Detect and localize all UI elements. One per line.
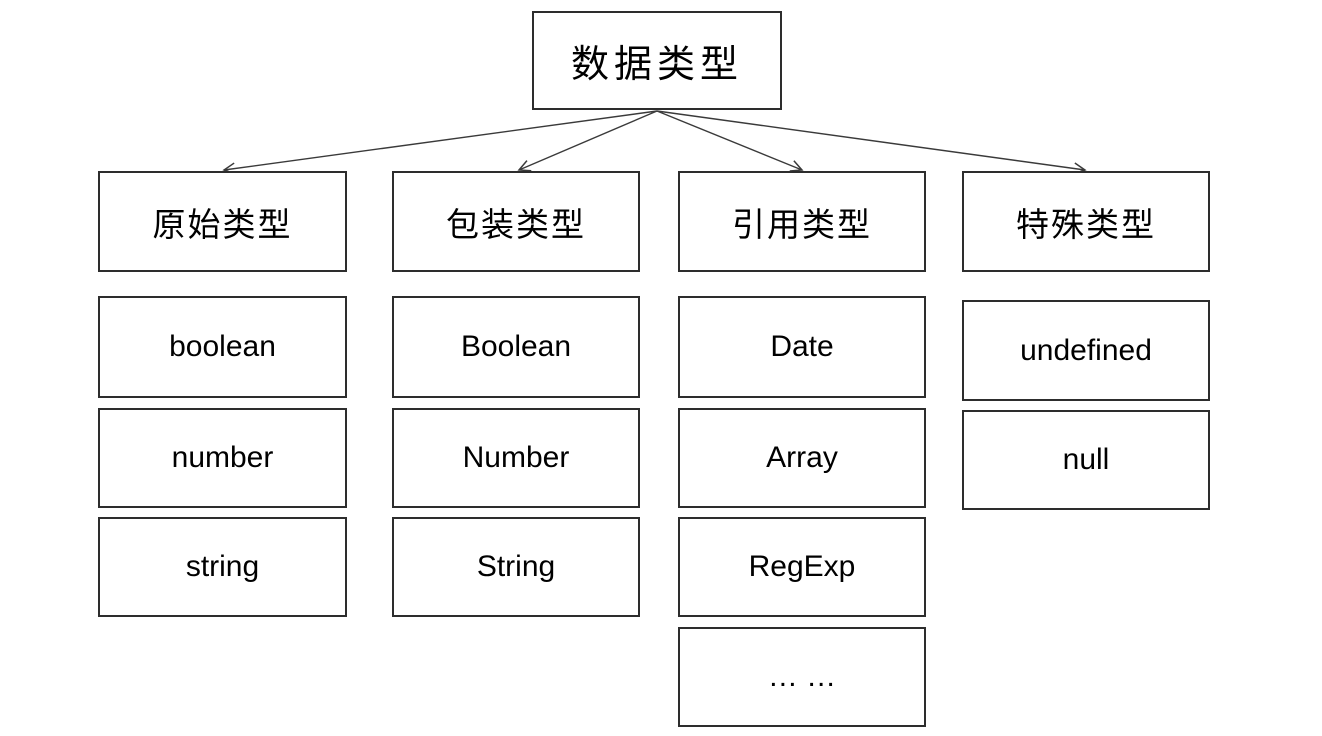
node-array: Array xyxy=(678,408,926,508)
wrapper-type-label: 包装类型 xyxy=(446,207,586,244)
node-reference-type: 引用类型 xyxy=(678,171,926,272)
node-primitive-type: 原始类型 xyxy=(98,171,347,272)
null-label: null xyxy=(1062,443,1110,476)
node-boolean: boolean xyxy=(98,296,347,398)
node-regexp: RegExp xyxy=(678,517,926,617)
string-wrapper-label: String xyxy=(476,550,556,583)
arrow-root-to-reference xyxy=(656,110,804,172)
node-ellipsis: … … xyxy=(678,627,926,727)
date-label: Date xyxy=(770,330,834,363)
number-wrapper-label: Number xyxy=(462,441,570,474)
node-number: number xyxy=(98,408,347,508)
node-wrapper-type: 包装类型 xyxy=(392,171,640,272)
number-label: number xyxy=(171,441,274,474)
arrow-root-to-wrapper xyxy=(517,110,658,172)
node-boolean-wrapper: Boolean xyxy=(392,296,640,398)
array-label: Array xyxy=(766,441,838,474)
node-string-wrapper: String xyxy=(392,517,640,617)
node-data-type-root: 数据类型 xyxy=(532,11,782,110)
undefined-label: undefined xyxy=(1020,333,1152,367)
ellipsis-label: … … xyxy=(767,660,837,693)
node-null: null xyxy=(962,410,1210,510)
node-undefined: undefined xyxy=(962,300,1210,401)
reference-type-label: 引用类型 xyxy=(732,207,872,244)
primitive-type-label: 原始类型 xyxy=(152,207,293,244)
arrow-root-to-special xyxy=(656,110,1087,175)
node-date: Date xyxy=(678,296,926,398)
boolean-label: boolean xyxy=(169,330,276,363)
node-special-type: 特殊类型 xyxy=(962,171,1210,272)
node-number-wrapper: Number xyxy=(392,408,640,508)
boolean-wrapper-label: Boolean xyxy=(460,330,572,363)
root-label: 数据类型 xyxy=(570,44,743,86)
special-type-label: 特殊类型 xyxy=(1016,207,1156,244)
arrow-root-to-primitive xyxy=(222,110,658,175)
node-string: string xyxy=(98,517,347,617)
string-label: string xyxy=(185,550,260,583)
regexp-label: RegExp xyxy=(748,550,856,583)
